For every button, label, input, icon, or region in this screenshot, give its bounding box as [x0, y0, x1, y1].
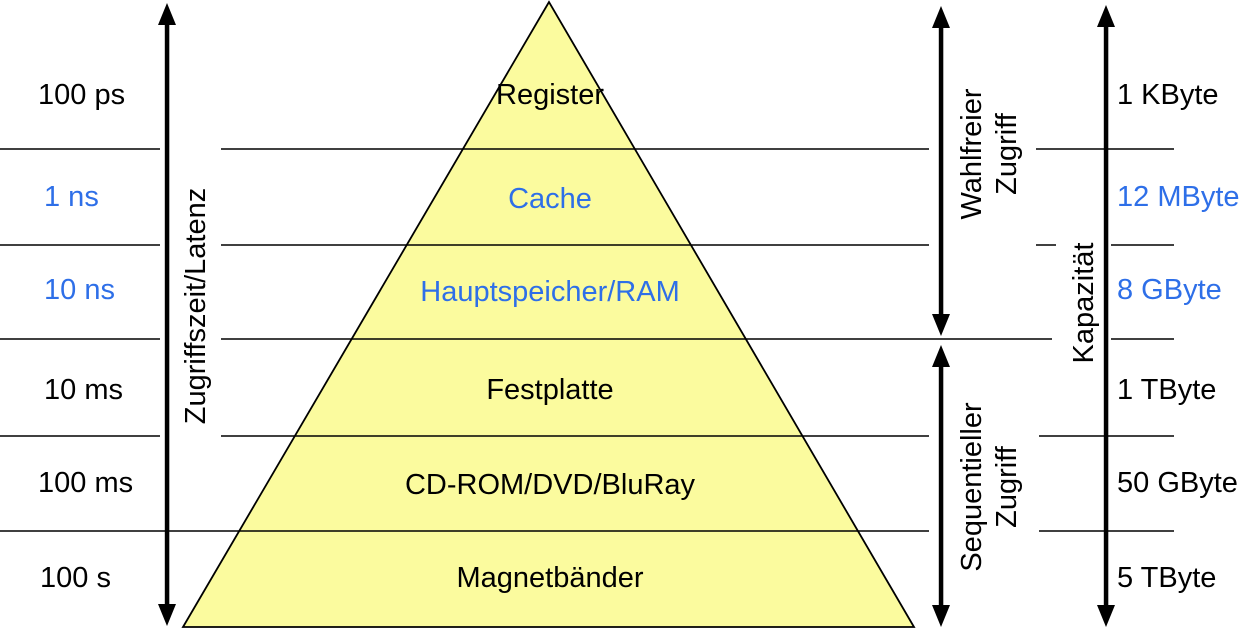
random-access-label-line1: Wahlfreier — [956, 88, 988, 220]
arrowhead-down-icon — [158, 604, 176, 626]
latency-axis-arrow — [158, 3, 176, 626]
arrowhead-up-icon — [1097, 5, 1115, 27]
random-access-label: Wahlfreier Zugriff — [954, 0, 1026, 324]
level-label: Festplatte — [486, 374, 614, 406]
latency-label: 10 ms — [44, 374, 123, 406]
arrowhead-down-icon — [932, 314, 950, 336]
arrow-shaft — [1103, 25, 1109, 607]
level-label: Register — [496, 79, 604, 111]
latency-label: 100 ms — [38, 467, 134, 499]
latency-label: 100 ps — [38, 79, 126, 111]
capacity-label: 12 MByte — [1117, 181, 1240, 213]
capacity-label: 1 TByte — [1117, 374, 1217, 406]
arrowhead-down-icon — [932, 605, 950, 627]
level-label: CD-ROM/DVD/BluRay — [404, 469, 696, 501]
latency-label: 10 ns — [44, 274, 115, 306]
arrow-shaft — [164, 23, 170, 606]
sequential-access-label-line1: Sequentieller — [956, 402, 988, 572]
random-access-label-line2: Zugriff — [991, 113, 1023, 195]
capacity-axis-label: Kapazität — [1067, 242, 1100, 364]
capacity-label: 8 GByte — [1117, 274, 1222, 306]
level-separator-lines — [0, 148, 1174, 532]
latency-label: 100 s — [40, 562, 111, 594]
capacity-axis-arrow — [1097, 5, 1115, 627]
arrowhead-up-icon — [932, 6, 950, 28]
pyramid-shape — [181, 0, 916, 628]
capacity-label: 5 TByte — [1117, 562, 1217, 594]
latency-label: 1 ns — [44, 181, 99, 213]
arrow-shaft — [938, 365, 944, 607]
arrowhead-up-icon — [158, 3, 176, 25]
level-label: Hauptspeicher/RAM — [420, 276, 680, 308]
arrowhead-up-icon — [932, 345, 950, 367]
level-label: Cache — [508, 183, 592, 215]
arrow-shaft — [938, 26, 944, 316]
level-label: Magnetbänder — [456, 562, 644, 594]
random-access-arrow — [932, 6, 950, 336]
sequential-access-arrow — [932, 345, 950, 627]
latency-axis-label: Zugriffszeit/Latenz — [179, 187, 212, 425]
capacity-label: 1 KByte — [1117, 79, 1219, 111]
sequential-access-label: Sequentieller Zugriff — [954, 317, 1026, 642]
sequential-access-label-line2: Zugriff — [991, 446, 1023, 528]
arrowhead-down-icon — [1097, 605, 1115, 627]
capacity-label: 50 GByte — [1117, 467, 1238, 499]
